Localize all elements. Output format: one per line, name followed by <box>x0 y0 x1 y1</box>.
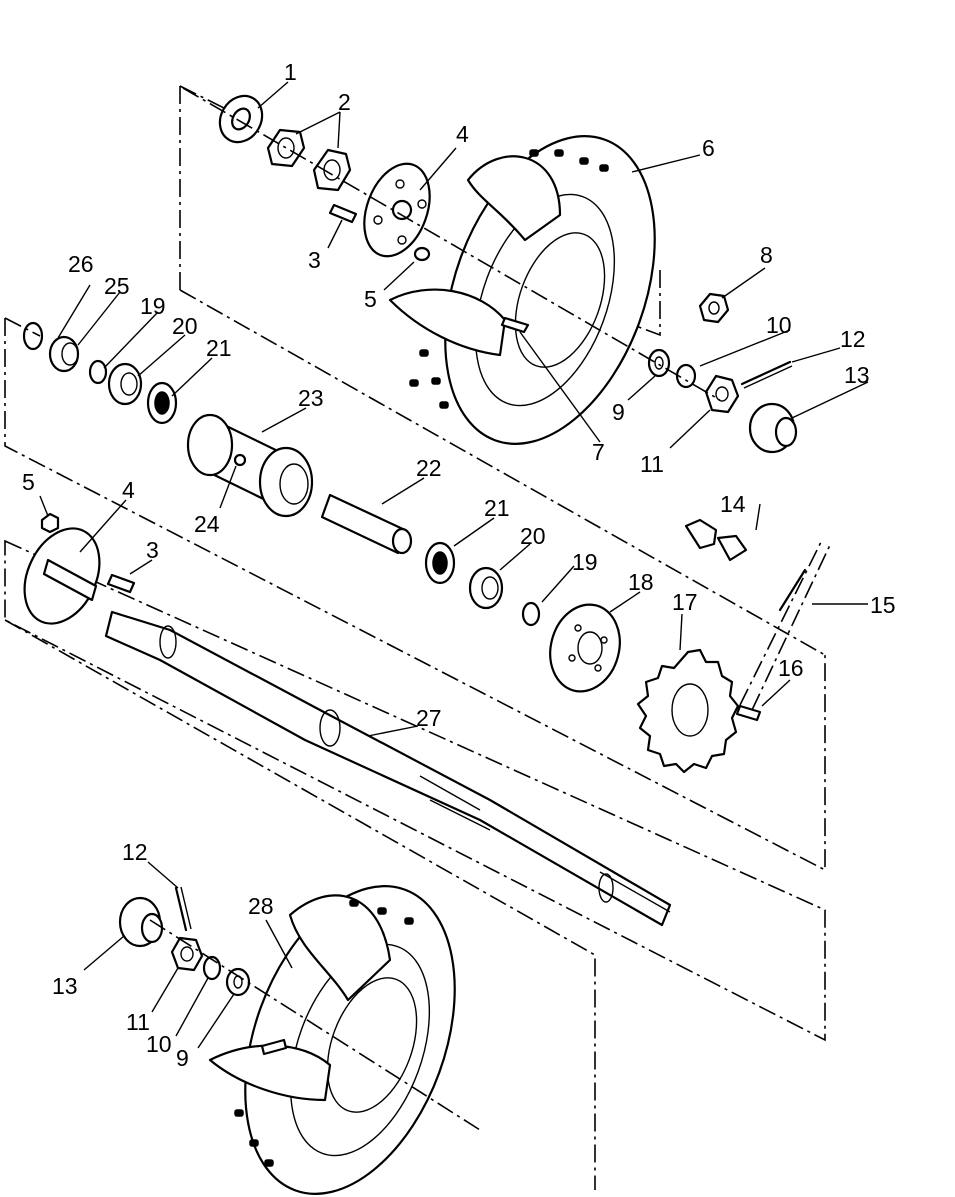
callout-28: 28 <box>248 893 274 919</box>
callout-15: 15 <box>870 592 896 618</box>
callout-23: 23 <box>298 385 324 411</box>
hub-4-upper <box>363 162 431 258</box>
washer-1 <box>218 94 264 144</box>
callout-12-lower: 12 <box>122 839 148 865</box>
callout-3-upper: 3 <box>308 247 321 273</box>
axle-housing-group-outline <box>4 317 826 872</box>
hub-4-lower <box>23 527 101 625</box>
bearing-20-right <box>468 566 504 610</box>
ring-10-upper <box>675 363 697 389</box>
callout-9-upper: 9 <box>612 399 625 425</box>
callout-13-upper: 13 <box>844 362 870 388</box>
castle-nut-11-upper <box>704 374 740 414</box>
chain-15 <box>739 539 831 711</box>
callout-4-upper: 4 <box>456 121 469 147</box>
callout-7: 7 <box>592 439 605 465</box>
chain-link-14 <box>684 518 748 562</box>
callout-6: 6 <box>702 135 715 161</box>
callout-24: 24 <box>194 511 220 537</box>
upper-tire-6 <box>388 135 656 445</box>
o-ring-19-left <box>88 359 108 385</box>
sprocket-hub-18 <box>549 603 621 693</box>
callout-21-upper: 21 <box>206 335 232 361</box>
o-ring-19-right <box>521 601 541 627</box>
nut-5-upper <box>413 246 431 262</box>
callout-16: 16 <box>778 655 804 681</box>
callout-11-upper: 11 <box>640 451 664 477</box>
callout-3-lower: 3 <box>146 537 159 563</box>
seal-25 <box>48 335 80 373</box>
callout-11-lower: 11 <box>126 1009 150 1035</box>
callout-9-lower: 9 <box>176 1045 189 1071</box>
leader-lines <box>39 81 869 1049</box>
callout-5-upper: 5 <box>364 286 377 312</box>
snap-ring-26 <box>22 321 44 351</box>
washer-9-upper <box>647 348 671 378</box>
cap-13-lower <box>118 896 164 948</box>
callout-labels: 1 2 3 4 5 6 7 8 9 10 11 12 13 14 15 16 1… <box>22 59 896 1071</box>
callout-21-right: 21 <box>484 495 510 521</box>
bolt-16 <box>735 704 762 722</box>
valve-stem-lower <box>260 1038 288 1056</box>
cap-13-upper <box>748 402 798 454</box>
axle-shaft-27 <box>104 610 672 927</box>
callout-8: 8 <box>760 242 773 268</box>
callout-2: 2 <box>338 89 351 115</box>
callout-27: 27 <box>416 705 442 731</box>
seal-21-left <box>146 381 178 425</box>
bearing-20-left <box>107 362 143 406</box>
spacer-tube-22 <box>320 493 413 555</box>
bolt-3-upper <box>328 203 358 224</box>
grease-fitting-24 <box>233 453 247 467</box>
callout-17: 17 <box>672 589 698 615</box>
callout-22: 22 <box>416 455 442 481</box>
callout-25: 25 <box>104 273 130 299</box>
callout-26: 26 <box>68 251 94 277</box>
callout-5-lower: 5 <box>22 469 35 495</box>
callout-14: 14 <box>720 491 746 517</box>
callout-13-lower: 13 <box>52 973 78 999</box>
callout-20-upper: 20 <box>172 313 198 339</box>
callout-20-right: 20 <box>520 523 546 549</box>
callout-10-upper: 10 <box>766 312 792 338</box>
nut-8 <box>698 292 730 324</box>
sprocket-17 <box>636 648 740 774</box>
axle-housing-23 <box>186 413 314 518</box>
callout-12-upper: 12 <box>840 326 866 352</box>
ring-10-lower <box>202 955 222 981</box>
nut-5-lower <box>40 512 60 534</box>
cotter-pin-12-lower <box>174 886 192 932</box>
callout-4-lower: 4 <box>122 477 135 503</box>
cotter-pin-12-upper <box>740 360 793 389</box>
upper-assembly-centerline <box>182 87 721 401</box>
callout-19-left: 19 <box>140 293 166 319</box>
washer-9-lower <box>225 967 251 997</box>
hub-nut-2 <box>266 128 352 192</box>
lower-wheel-group-outline <box>4 619 596 1190</box>
callout-10-lower: 10 <box>146 1031 172 1057</box>
callout-1: 1 <box>284 59 297 85</box>
lower-tire-28 <box>208 885 456 1195</box>
callout-19-right: 19 <box>572 549 598 575</box>
callout-18: 18 <box>628 569 654 595</box>
axle-shaft-group-outline <box>4 539 826 1042</box>
seal-21-right <box>424 541 456 585</box>
valve-stem-7 <box>500 316 530 334</box>
bolt-3-lower <box>106 573 136 594</box>
lower-assembly-centerline <box>149 919 481 1131</box>
